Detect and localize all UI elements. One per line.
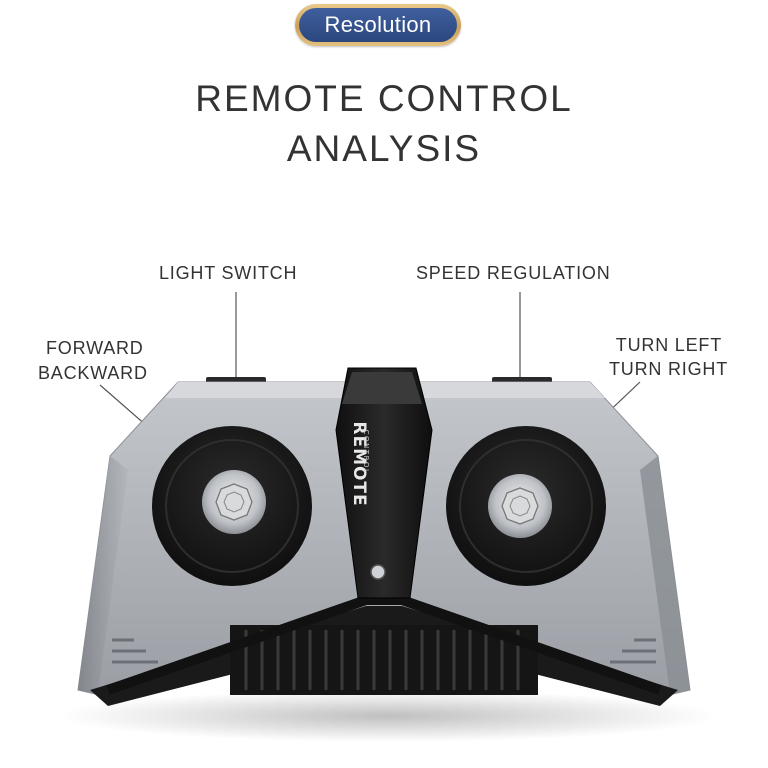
center-spine xyxy=(335,367,433,599)
v-frame xyxy=(106,595,662,695)
forward-label: FORWARD xyxy=(46,338,144,358)
left-joystick-grip-icon xyxy=(215,483,253,521)
page-title-line-2: ANALYSIS xyxy=(286,128,482,169)
floor-shadow xyxy=(58,690,718,742)
resolution-badge-label: Resolution xyxy=(299,8,457,42)
brand-wordmark: REMOTE xyxy=(349,421,369,506)
page-title-line-1: REMOTE CONTROL xyxy=(195,78,573,119)
turn-left-label: TURN LEFT xyxy=(615,335,722,355)
resolution-badge: Resolution xyxy=(295,4,461,46)
right-vent xyxy=(610,638,656,664)
left-joystick-inner-icon xyxy=(223,491,245,513)
right-joystick-grip-icon xyxy=(501,487,539,525)
turn-right-label: TURN RIGHT xyxy=(609,359,728,379)
spine-top-bevel xyxy=(342,372,422,404)
right-joystick-inner-icon xyxy=(509,495,531,517)
backward-label: BACKWARD xyxy=(38,363,148,383)
left-joystick-ring xyxy=(165,439,299,573)
right-joystick-ring xyxy=(459,439,593,573)
speed-regulation-label: SPEED REGULATION xyxy=(416,263,611,283)
left-vent xyxy=(112,638,158,664)
left-side-facet xyxy=(78,456,128,694)
right-side-facet xyxy=(640,456,690,694)
brand-subword: CONTROL xyxy=(362,430,370,475)
power-led xyxy=(370,564,386,580)
light-switch-label: LIGHT SWITCH xyxy=(159,263,298,283)
